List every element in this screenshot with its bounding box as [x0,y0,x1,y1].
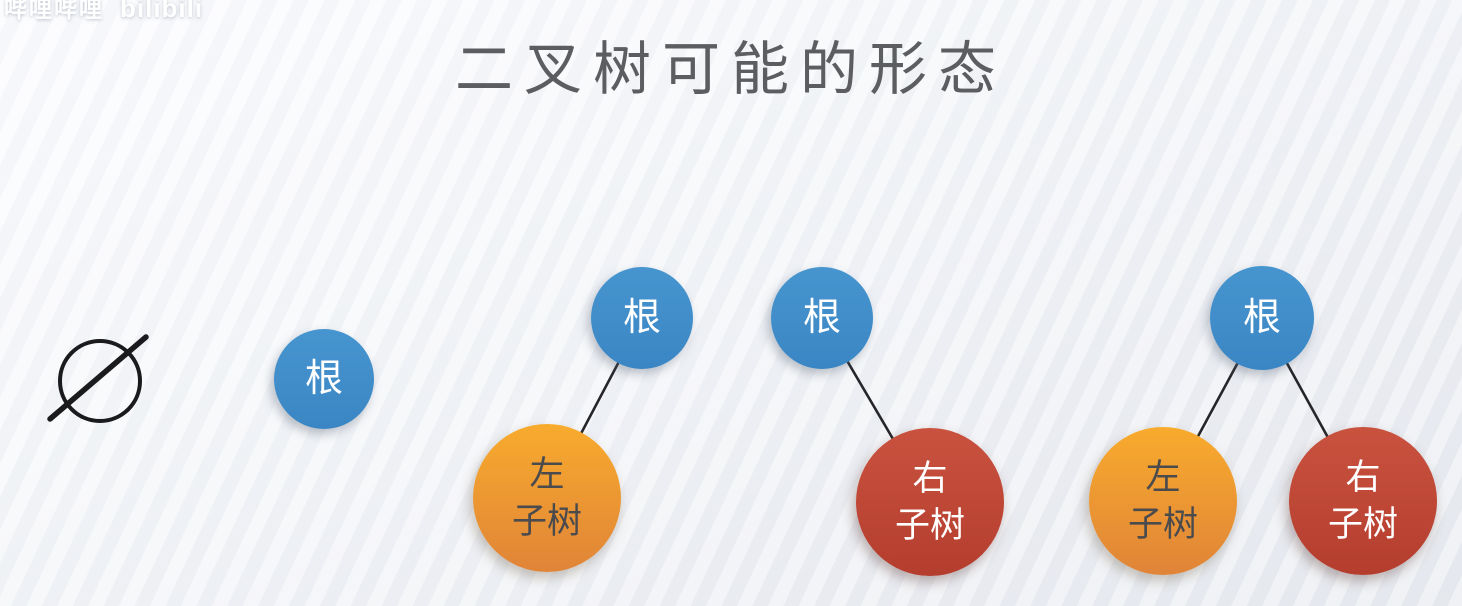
full-tree-root-node: 根 [1210,266,1314,370]
node-label-line2: 子树 [511,502,582,541]
node-label-line1: 右 [1345,457,1381,497]
root-right-tree-root-node: 根 [771,267,873,369]
node-label-line1: 左 [529,454,565,494]
root-left-tree-root-node: 根 [591,267,693,369]
left-subtree-node: 左 子树 [473,424,621,572]
empty-set-icon [47,334,149,423]
slide-title: 二叉树可能的形态 [454,37,1007,102]
node-label-line1: 右 [912,458,948,498]
node-label: 根 [304,358,343,400]
node-label: 根 [802,297,841,339]
full-tree-left-subtree-node: 左 子树 [1089,427,1237,575]
node-label: 根 [622,297,661,339]
right-subtree-node: 右 子树 [856,428,1004,576]
node-label-line1: 左 [1145,457,1181,497]
watermark-cn-text: 哔哩哔哩 [4,0,104,22]
root-only-node: 根 [274,329,374,429]
node-label-line2: 子树 [1327,505,1398,544]
node-label: 根 [1242,297,1281,339]
bilibili-logo: bilibili [120,0,204,23]
node-label-line2: 子树 [1127,505,1198,544]
node-label-line2: 子树 [894,506,965,545]
watermark: 哔哩哔哩 bilibili [4,0,203,24]
full-tree-right-subtree-node: 右 子树 [1289,427,1437,575]
